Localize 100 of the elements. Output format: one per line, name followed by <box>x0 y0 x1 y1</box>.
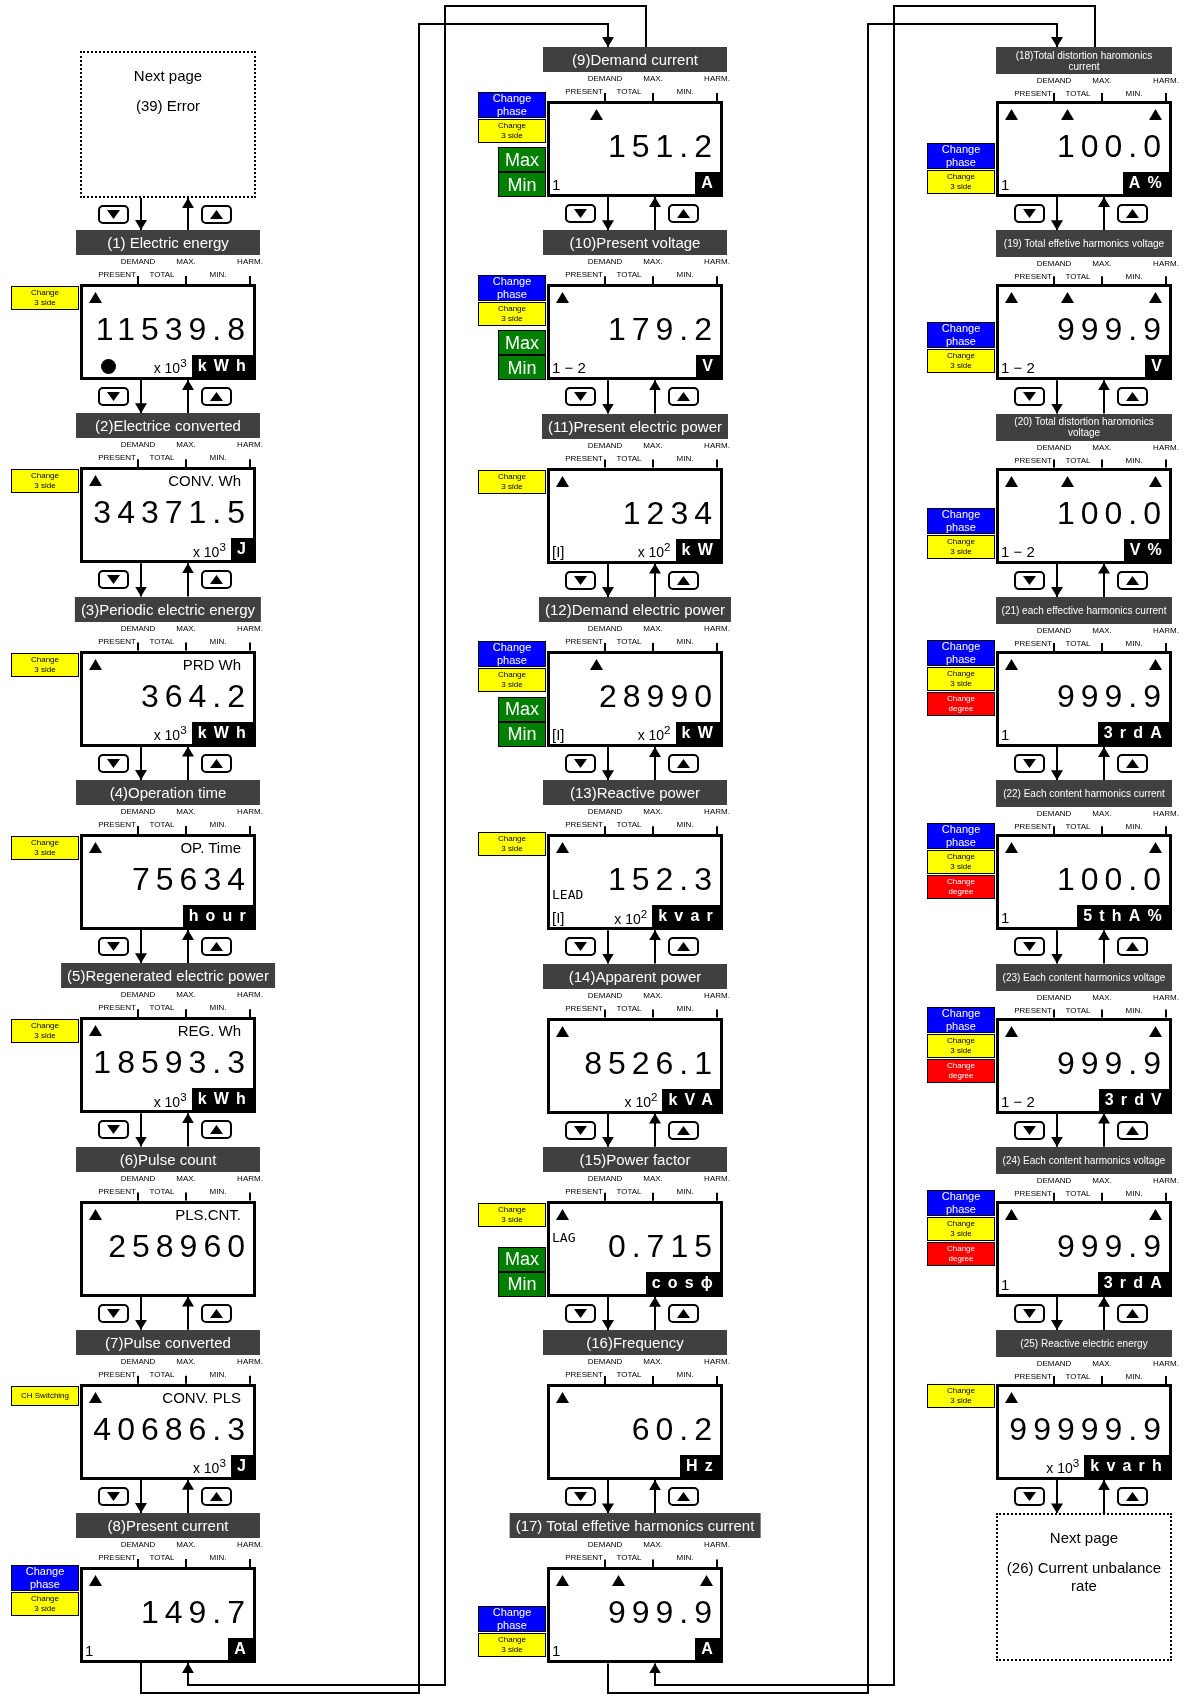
function-key: Change phase <box>927 639 995 666</box>
lcd-display <box>80 1383 256 1480</box>
function-key: Change degree <box>927 1058 995 1083</box>
function-key: Min <box>498 172 546 197</box>
lcd-display <box>996 467 1172 564</box>
flow-arrow <box>135 1295 147 1331</box>
scale-label: TOTAL <box>1065 1005 1091 1016</box>
scale-label: HARM. <box>237 623 263 634</box>
scale-label: DEMAND <box>1036 625 1072 636</box>
title-bar: (23) Each content harmonics voltage <box>996 963 1172 991</box>
scale-label: TOTAL <box>149 270 175 280</box>
flow-arrow <box>602 929 614 965</box>
title-bar: (4)Operation time <box>76 779 260 805</box>
scale-label: HARM. <box>704 74 730 84</box>
flow-arrow <box>1098 379 1110 415</box>
lcd-display <box>996 650 1172 747</box>
phase-indicator: 1 <box>1000 1275 1010 1294</box>
scale-label: TOTAL <box>616 87 642 97</box>
scale-label: PRESENT <box>1014 89 1052 99</box>
function-key: Change 3 side <box>11 286 79 310</box>
display-status: LEAD <box>552 887 584 903</box>
scale-label: DEMAND <box>120 806 156 817</box>
phase-indicator: 1 <box>1000 725 1010 744</box>
scale-label: HARM. <box>704 257 730 268</box>
unit-indicator: A% <box>1122 172 1169 194</box>
scale-label: DEMAND <box>120 440 156 451</box>
phase-indicator: 1 − 2 <box>1000 1092 1035 1111</box>
flow-arrow <box>182 562 194 598</box>
scale-label: TOTAL <box>149 453 175 464</box>
scale-label: PRESENT <box>98 453 136 464</box>
scale-label: PRESENT <box>565 1003 603 1014</box>
scale-label: TOTAL <box>616 453 642 464</box>
scale-label: MIN. <box>209 1369 227 1380</box>
scale-label: PRESENT <box>1014 822 1052 833</box>
title-bar: (12)Demand electric power <box>538 596 732 622</box>
flow-arrow <box>135 379 147 415</box>
phase-indicator: [I] <box>551 909 565 928</box>
scale-label: MAX. <box>643 440 663 451</box>
scale-label: MIN. <box>209 636 227 647</box>
flow-arrow <box>1051 196 1063 232</box>
lcd-display <box>547 1384 723 1481</box>
scale-label: TOTAL <box>616 1553 642 1564</box>
display-value: 179.2 <box>607 311 718 348</box>
scale-label: DEMAND <box>120 1173 156 1184</box>
function-key: Max <box>498 147 546 172</box>
function-key: Change phase <box>927 507 995 534</box>
function-key: Change 3 side <box>478 1633 546 1658</box>
scale-label: MAX. <box>1092 625 1112 636</box>
scale-label: MIN. <box>1125 1005 1143 1016</box>
scale-label: MIN. <box>209 1553 227 1564</box>
unit-indicator: A <box>695 1638 720 1661</box>
scale-label: DEMAND <box>120 257 156 267</box>
display-value: 999.9 <box>607 1594 718 1631</box>
flow-arrow <box>1098 929 1110 965</box>
display-value: 999.9 <box>1056 677 1167 714</box>
display-status: LAG <box>552 1229 576 1245</box>
scale-label: PRESENT <box>98 819 136 830</box>
scale-label: TOTAL <box>616 1186 642 1197</box>
lcd-display <box>80 467 256 564</box>
scale-label: MIN. <box>676 87 694 97</box>
scale-label: TOTAL <box>149 1003 175 1014</box>
function-key: Min <box>498 1271 546 1297</box>
scale-label: PRESENT <box>1014 1005 1052 1016</box>
scale-label: HARM. <box>704 1357 730 1368</box>
function-key: Change phase <box>927 823 995 850</box>
function-key: Change 3 side <box>478 832 546 857</box>
title-bar: (8)Present current <box>76 1513 260 1539</box>
flow-arrow <box>140 23 614 1694</box>
unit-indicator: A <box>228 1638 253 1661</box>
phase-indicator: 1 <box>84 1642 94 1661</box>
scale-label: MIN. <box>676 270 694 281</box>
scale-label: HARM. <box>1153 1175 1179 1186</box>
title-bar: (18)Total distortion haromonics current <box>996 47 1172 74</box>
scale-label: TOTAL <box>149 1369 175 1380</box>
phase-indicator: 1 − 2 <box>1000 542 1035 561</box>
scale-label: MAX. <box>176 257 196 267</box>
scale-label: MIN. <box>676 1186 694 1197</box>
title-bar: (11)Present electric power <box>542 413 728 439</box>
scale-label: MAX. <box>176 440 196 451</box>
scale-label: PRESENT <box>565 1553 603 1564</box>
scale-label: MAX. <box>643 257 663 268</box>
function-key: Change 3 side <box>11 1019 79 1044</box>
function-key: Change 3 side <box>11 835 79 860</box>
display-label: OP. Time <box>180 838 241 857</box>
function-key: Change 3 side <box>478 1202 546 1227</box>
scale-label: MIN. <box>209 270 227 280</box>
function-key: Change phase <box>927 143 995 169</box>
lcd-display <box>80 833 256 930</box>
lcd-display <box>547 834 723 931</box>
display-value: 364.2 <box>140 677 251 714</box>
scale-label: MIN. <box>1125 455 1143 466</box>
scale-label: PRESENT <box>1014 455 1052 466</box>
scale-label: DEMAND <box>1036 992 1072 1003</box>
scale-label: HARM. <box>237 440 263 451</box>
function-key: Change phase <box>478 92 546 118</box>
scale-label: DEMAND <box>120 1356 156 1367</box>
scale-label: PRESENT <box>565 820 603 831</box>
flow-arrow <box>182 379 194 415</box>
display-label: CONV. Wh <box>168 472 241 491</box>
lcd-display <box>80 1017 256 1114</box>
